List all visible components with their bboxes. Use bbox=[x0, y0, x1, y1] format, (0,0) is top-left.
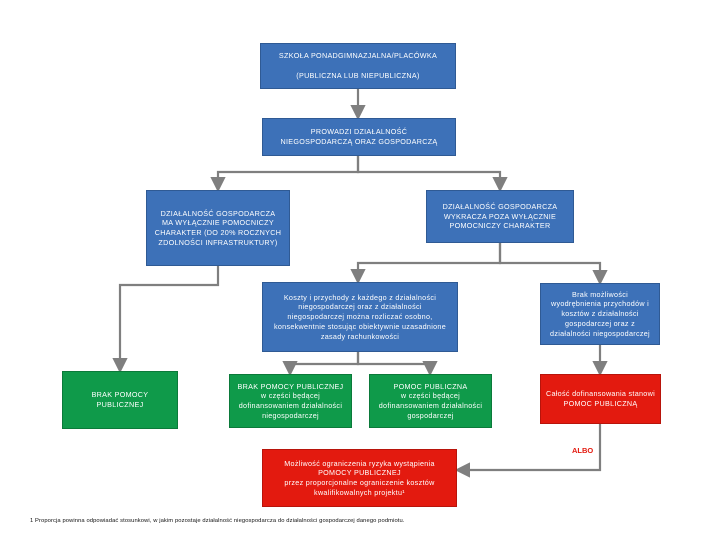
arrow-costs-to-aid-part bbox=[356, 351, 438, 377]
node-school: SZKOŁA PONADGIMNAZJALNA/PLACÓWKA (PUBLIC… bbox=[260, 43, 456, 89]
arrow-beyond-to-costs bbox=[350, 242, 502, 285]
node-all-aid: Całość dofinansowania stanowi POMOC PUBL… bbox=[540, 374, 661, 424]
node-no-separation: Brak możliwości wyodrębnienia przychodów… bbox=[540, 283, 660, 345]
node-activity: PROWADZI DZIAŁALNOŚĆ NIEGOSPODARCZĄ ORAZ… bbox=[262, 118, 456, 156]
arrow-activity-to-beyond bbox=[356, 155, 508, 193]
node-no-aid-part: BRAK POMOCY PUBLICZNEJ w części będącej … bbox=[229, 374, 352, 428]
arrow-costs-to-no-aid-part bbox=[282, 351, 360, 377]
node-auxiliary: DZIAŁALNOŚĆ GOSPODARCZA MA WYŁĄCZNIE POM… bbox=[146, 190, 290, 266]
arrow-auxiliary-to-no-aid bbox=[112, 265, 220, 374]
node-limit: Możliwość ograniczenia ryzyka wystąpieni… bbox=[262, 449, 457, 507]
arrow-all-aid-to-limit bbox=[454, 423, 602, 478]
albo-label: ALBO bbox=[572, 446, 594, 455]
arrow-beyond-to-no-separation bbox=[498, 242, 608, 286]
node-aid-part: POMOC PUBLICZNA w części będącej dofinan… bbox=[369, 374, 492, 428]
node-beyond: DZIAŁALNOŚĆ GOSPODARCZA WYKRACZA POZA WY… bbox=[426, 190, 574, 243]
node-costs: Koszty i przychody z każdego z działalno… bbox=[262, 282, 458, 352]
arrow-activity-to-auxiliary bbox=[210, 155, 360, 193]
node-no-aid-left: BRAK POMOCY PUBLICZNEJ bbox=[62, 371, 178, 429]
footnote: 1 Proporcja powinna odpowiadać stosunkow… bbox=[30, 518, 405, 524]
